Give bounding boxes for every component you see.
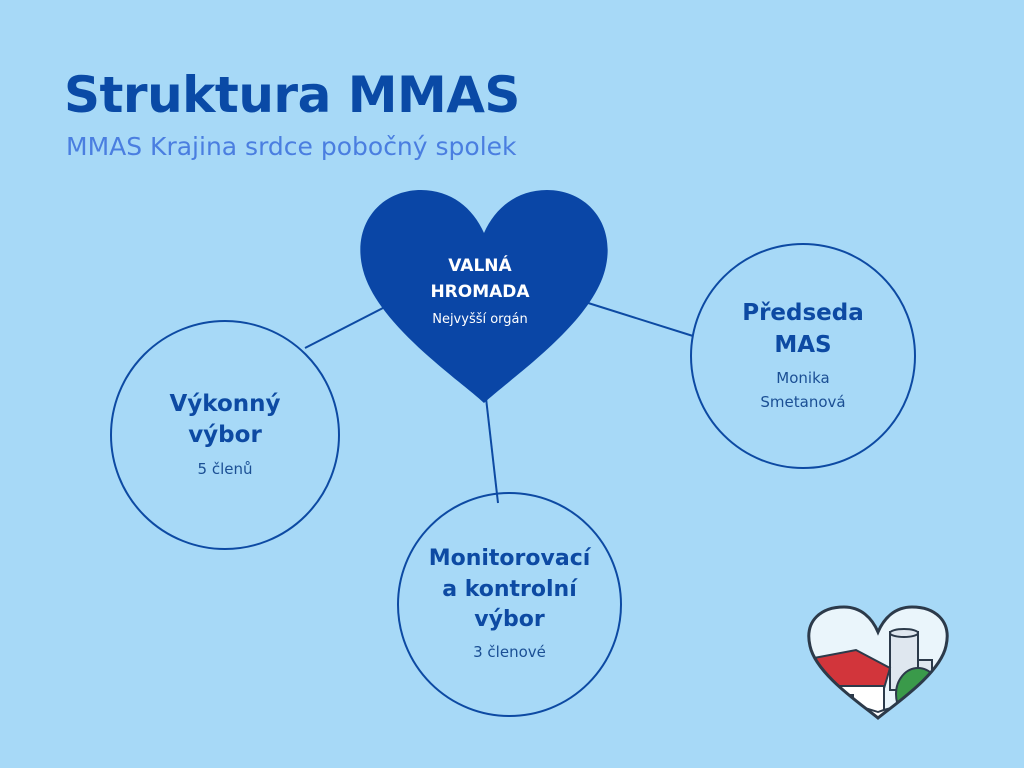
node-valna-hromada: VALNÁ HROMADA Nejvyšší orgán bbox=[410, 253, 550, 327]
node-title: Monitorovací a kontrolní výbor bbox=[428, 546, 591, 633]
heart-landscape-logo-icon bbox=[807, 605, 949, 720]
node-description: 3 členové bbox=[473, 643, 546, 662]
node-monitorovaci-vybor: Monitorovací a kontrolní výbor 3 členové bbox=[397, 492, 622, 717]
page-subtitle: MMAS Krajina srdce pobočný spolek bbox=[66, 132, 517, 161]
connector-vykonny-vybor bbox=[304, 306, 386, 349]
node-title: Výkonný výbor bbox=[169, 390, 281, 449]
connector-predseda bbox=[584, 301, 694, 337]
node-title: Předseda MAS bbox=[742, 300, 864, 358]
heart-shape bbox=[360, 190, 608, 403]
connector-monitorovaci-vybor bbox=[485, 397, 499, 504]
node-predseda-mas: Předseda MAS Monika Smetanová bbox=[690, 243, 916, 469]
node-description: Nejvyšší orgán bbox=[432, 311, 528, 327]
node-title: VALNÁ HROMADA bbox=[430, 256, 530, 303]
node-description: 5 členů bbox=[197, 460, 253, 479]
page-title: Struktura MMAS bbox=[64, 66, 520, 124]
node-description: Monika Smetanová bbox=[760, 369, 846, 411]
node-vykonny-vybor: Výkonný výbor 5 členů bbox=[110, 320, 340, 550]
